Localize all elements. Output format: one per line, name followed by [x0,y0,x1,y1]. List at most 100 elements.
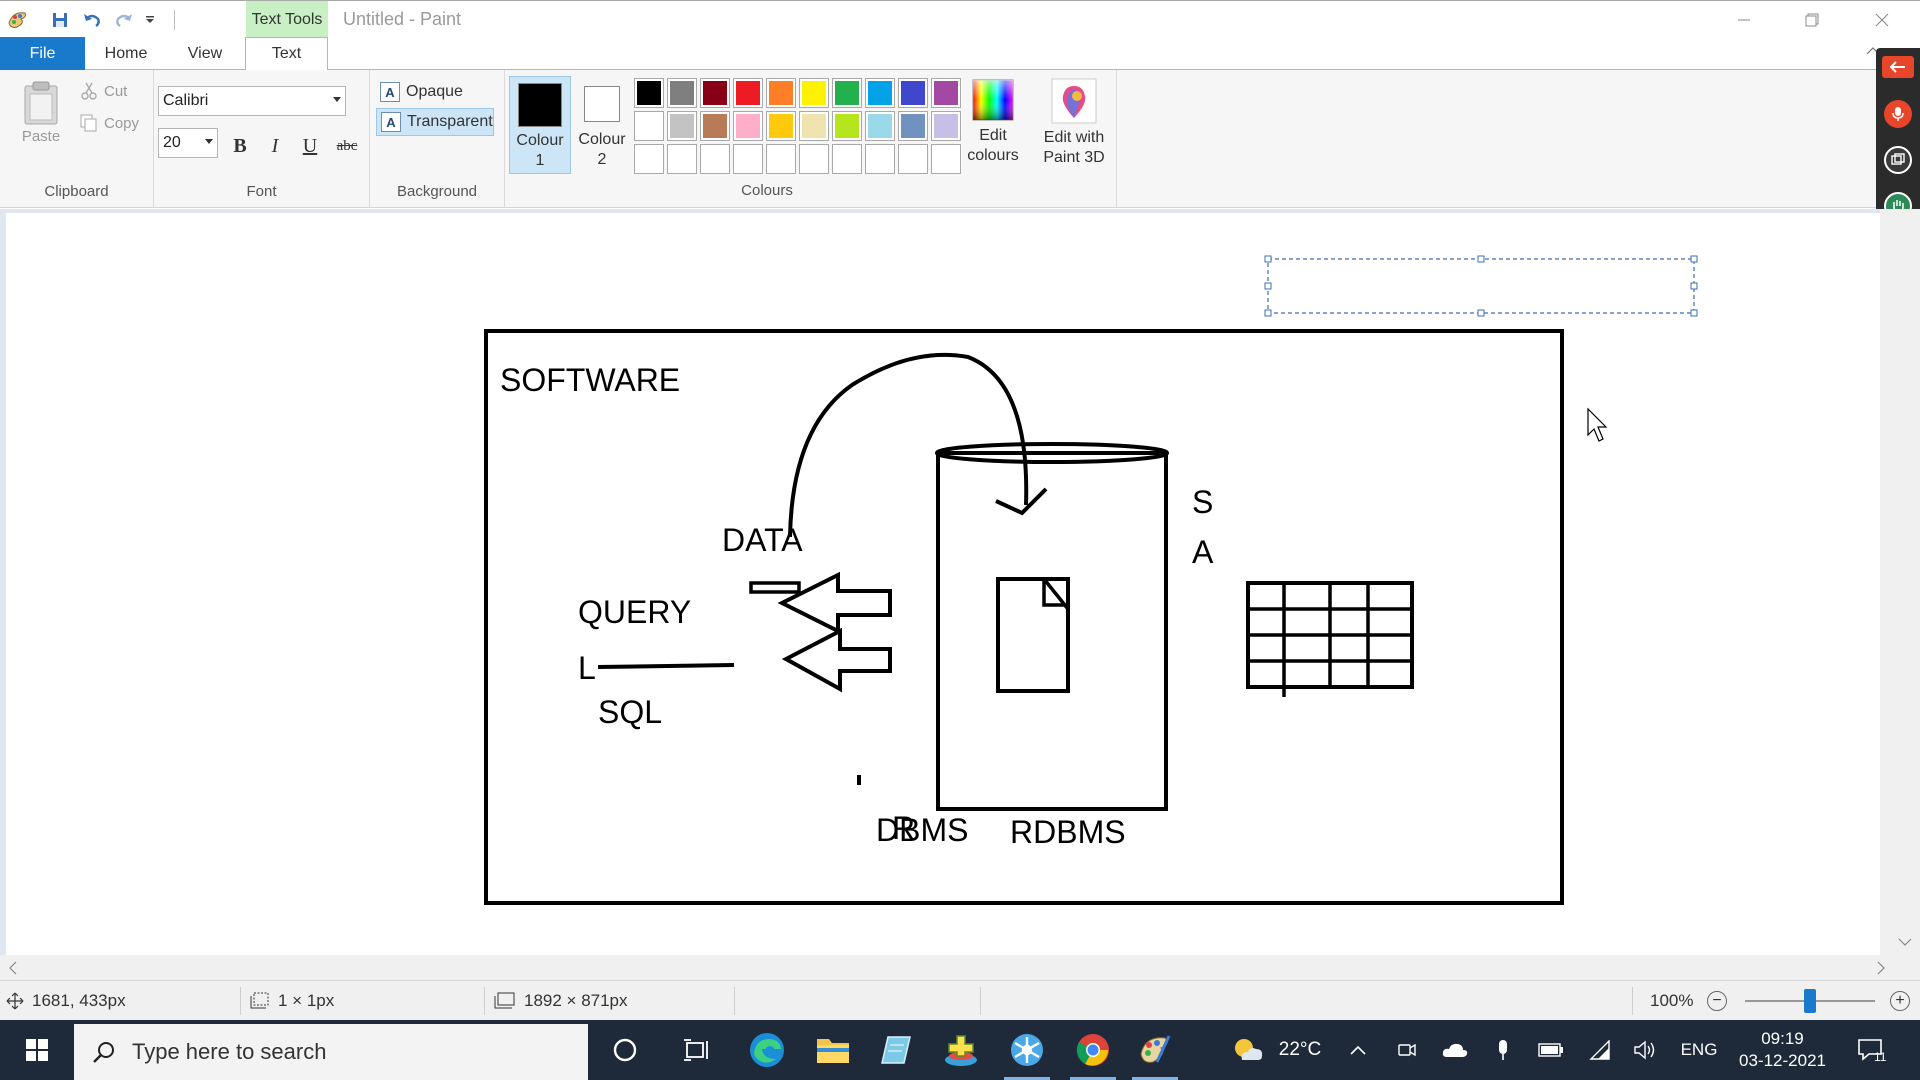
copy-button[interactable]: Copy [80,114,139,132]
edit-with-paint3d-button[interactable]: Edit with Paint 3D [1036,78,1112,168]
volume-icon[interactable] [1628,1020,1662,1080]
back-arrow-icon[interactable] [1882,56,1914,78]
font-group-label: Font [246,183,277,200]
tab-text[interactable]: Text [245,37,328,71]
palette-colour-swatch[interactable] [766,78,796,108]
horizontal-scrollbar[interactable] [0,955,1920,980]
chevron-up-icon[interactable] [1340,1020,1376,1080]
palette-empty-swatch[interactable] [799,144,829,174]
vertical-scrollbar[interactable] [1880,209,1920,955]
redo-icon[interactable] [110,6,138,34]
colour1-button[interactable]: Colour 1 [509,76,571,174]
weather-icon[interactable] [1228,1020,1268,1080]
palette-colour-swatch[interactable] [766,111,796,141]
paint-app[interactable] [1124,1020,1186,1080]
drawing-canvas[interactable]: SOFTWARE DATA QUERY L SQL DBMS R RDBMS S… [6,213,1892,960]
zoom-level: 100% [1650,991,1694,1010]
tab-view[interactable]: View [187,44,223,62]
scroll-right-icon[interactable] [1876,961,1886,975]
palette-colour-swatch[interactable] [667,111,697,141]
close-button[interactable] [1854,1,1910,38]
colours-group-label: Colours [741,182,793,199]
battery-icon[interactable] [1534,1020,1568,1080]
zoom-out-button[interactable]: − [1707,991,1727,1011]
palette-colour-swatch[interactable] [700,78,730,108]
taskbar-search-box[interactable]: Type here to search [74,1024,588,1080]
microphone-tray-icon[interactable] [1486,1020,1520,1080]
zoom-in-button[interactable]: + [1890,991,1910,1011]
palette-colour-swatch[interactable] [865,111,895,141]
bold-button[interactable]: B [233,134,247,157]
palette-empty-swatch[interactable] [931,144,961,174]
palette-empty-swatch[interactable] [700,144,730,174]
paste-button[interactable]: Paste [20,80,62,145]
underline-button[interactable]: U [302,134,318,157]
italic-button[interactable]: I [271,134,279,157]
onedrive-icon[interactable] [1438,1020,1472,1080]
file-explorer-app[interactable] [802,1020,864,1080]
font-size-select[interactable]: 20 [158,128,218,158]
palette-empty-swatch[interactable] [865,144,895,174]
meet-now-icon[interactable] [1390,1020,1424,1080]
tab-file[interactable]: File [0,37,85,70]
wifi-icon[interactable] [1582,1020,1616,1080]
palette-empty-swatch[interactable] [733,144,763,174]
palette-colour-swatch[interactable] [931,78,961,108]
palette-colour-swatch[interactable] [832,78,862,108]
game-app[interactable] [930,1020,992,1080]
palette-empty-swatch[interactable] [766,144,796,174]
palette-colour-swatch[interactable] [898,111,928,141]
palette-colour-swatch[interactable] [799,78,829,108]
palette-colour-swatch[interactable] [733,78,763,108]
tab-home[interactable]: Home [104,44,148,62]
snowflake-app[interactable] [996,1020,1058,1080]
notification-center-button[interactable]: 11 [1850,1020,1890,1080]
start-button[interactable] [0,1020,74,1080]
palette-colour-swatch[interactable] [898,78,928,108]
palette-colour-swatch[interactable] [634,78,664,108]
scroll-left-icon[interactable] [8,961,18,975]
edit-colours-button[interactable]: Edit colours [962,78,1024,166]
palette-empty-swatch[interactable] [898,144,928,174]
minimize-button[interactable] [1716,1,1772,38]
notepad-app[interactable] [866,1020,928,1080]
scroll-down-icon[interactable] [1898,937,1912,947]
chrome-app[interactable] [1062,1020,1124,1080]
undo-icon[interactable] [78,6,106,34]
cut-button[interactable]: Cut [80,82,127,100]
selection-size: 1 × 1px [250,981,334,1021]
transparent-option[interactable]: A Transparent [376,108,494,136]
palette-colour-swatch[interactable] [865,78,895,108]
colour2-button[interactable]: Colour 2 [571,76,633,174]
dbms-overtype-r: R [892,810,915,846]
font-family-select[interactable]: Calibri [158,86,346,116]
microphone-icon[interactable] [1884,100,1912,128]
zoom-slider-thumb[interactable] [1804,989,1816,1013]
palette-empty-swatch[interactable] [832,144,862,174]
opaque-option[interactable]: A Opaque [376,78,494,106]
edge-app[interactable] [736,1020,798,1080]
screen-share-icon[interactable] [1884,146,1912,174]
opaque-icon: A [380,82,400,102]
restore-button[interactable] [1784,1,1840,38]
palette-colour-swatch[interactable] [667,78,697,108]
palette-colour-swatch[interactable] [832,111,862,141]
palette-colour-swatch[interactable] [634,111,664,141]
palette-colour-swatch[interactable] [799,111,829,141]
palette-colour-swatch[interactable] [931,111,961,141]
weather-temperature[interactable]: 22°C [1278,1039,1322,1060]
save-icon[interactable] [46,6,74,34]
swatch-fill [736,114,760,138]
strikethrough-button[interactable]: abc [336,137,358,154]
palette-empty-swatch[interactable] [667,144,697,174]
language-indicator[interactable]: ENG [1680,1040,1718,1059]
cortana-button[interactable] [594,1020,656,1080]
customize-qat-icon[interactable] [142,6,158,34]
edit-colours-label-1: Edit [979,127,1007,144]
palette-colour-swatch[interactable] [733,111,763,141]
palette-colour-swatch[interactable] [700,111,730,141]
palette-empty-swatch[interactable] [634,144,664,174]
task-view-button[interactable] [666,1020,728,1080]
paint-app-icon[interactable] [4,6,32,34]
taskbar-clock[interactable]: 09:19 03-12-2021 [1730,1028,1835,1072]
